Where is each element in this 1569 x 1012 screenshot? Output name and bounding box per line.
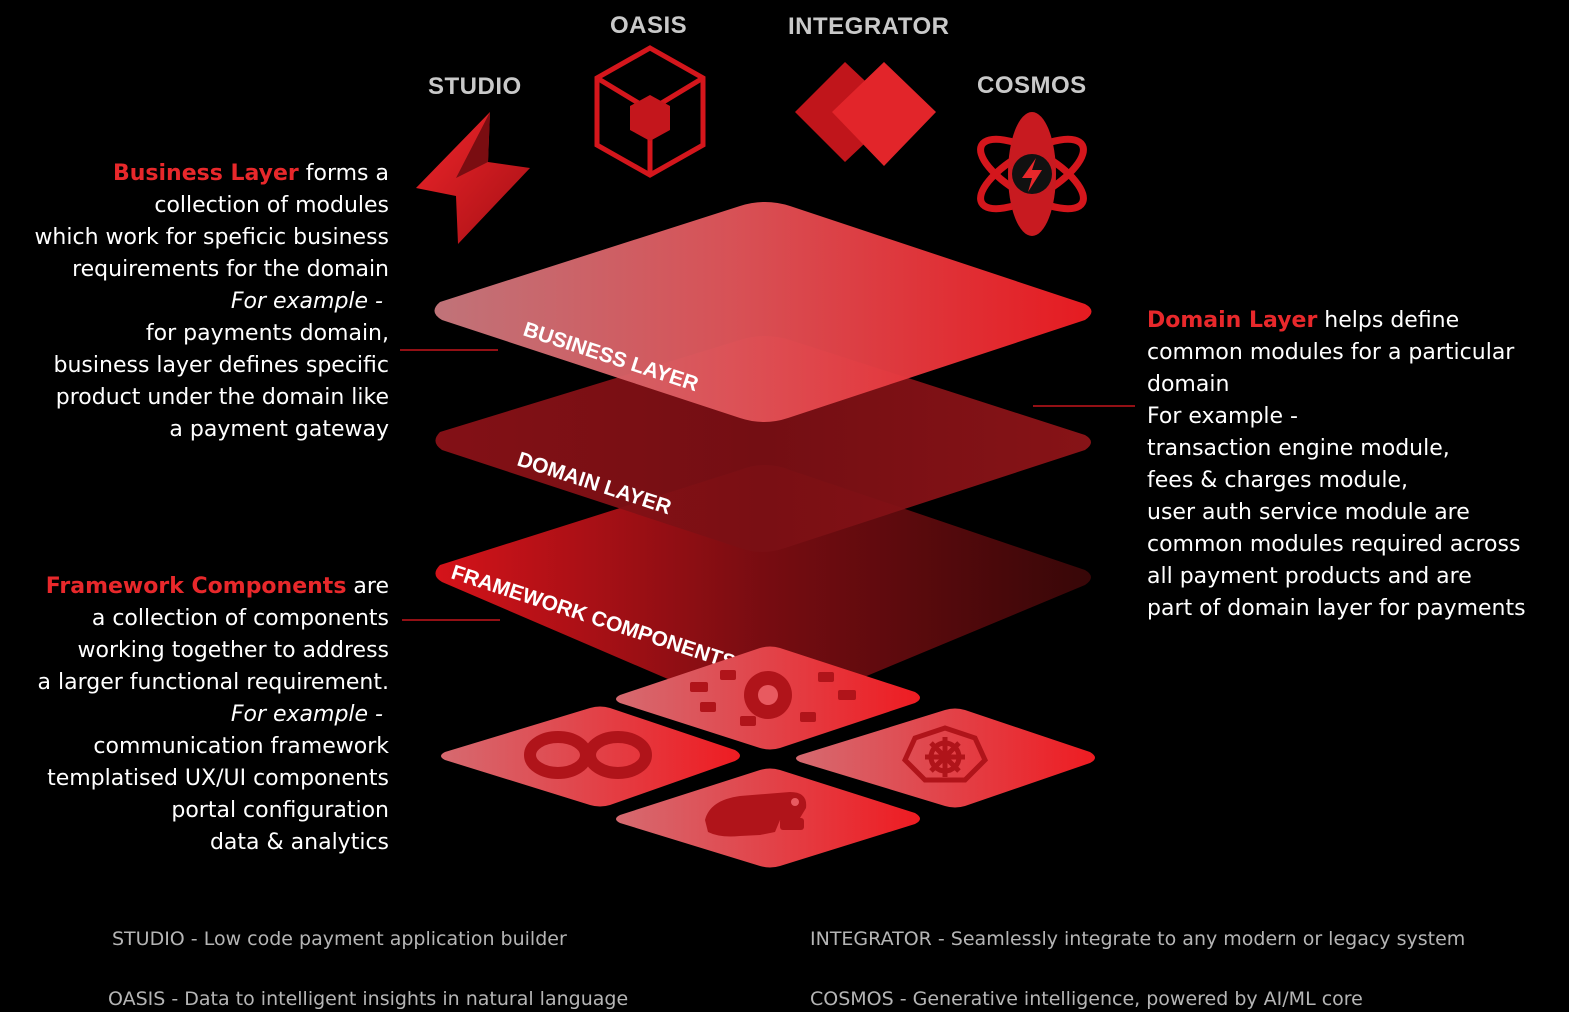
overlapping-diamonds-icon — [795, 62, 936, 166]
framework-components-description: Framework Components are a collection of… — [37, 574, 389, 855]
infinity-icon — [524, 731, 652, 779]
footer-studio: STUDIO - Low code payment application bu… — [112, 928, 567, 950]
footer-integrator: INTEGRATOR - Seamlessly integrate to any… — [810, 928, 1466, 950]
framework-components-highlight: Framework Components — [45, 574, 347, 599]
footer-oasis: OASIS - Data to intelligent insights in … — [108, 988, 629, 1010]
python-logo-icon — [705, 792, 807, 837]
tile-python — [616, 768, 920, 868]
domain-layer-plate — [435, 336, 1091, 552]
lightning-bolt-icon — [416, 112, 530, 244]
ship-wheel-icon — [902, 725, 988, 783]
tile-infinity — [441, 706, 740, 807]
business-layer-description: Business Layer forms a collection of mod… — [34, 161, 389, 442]
domain-layer-description: Domain Layer helps define common modules… — [1147, 308, 1526, 621]
tile-helm — [796, 708, 1095, 808]
footer-cosmos: COSMOS - Generative intelligence, powere… — [810, 988, 1363, 1010]
tile-gears — [616, 646, 920, 750]
business-layer-highlight: Business Layer — [112, 161, 299, 186]
studio-title: STUDIO — [428, 73, 522, 100]
gear-network-icon — [690, 670, 856, 726]
framework-layer-plate — [435, 465, 1091, 714]
integrator-title: INTEGRATOR — [788, 13, 950, 40]
cube-hexagon-icon — [594, 45, 706, 178]
oasis-title: OASIS — [610, 12, 688, 39]
atom-bolt-icon — [977, 112, 1087, 236]
domain-layer-highlight: Domain Layer — [1147, 308, 1318, 333]
business-layer-plate — [434, 202, 1092, 422]
cosmos-title: COSMOS — [977, 72, 1087, 99]
